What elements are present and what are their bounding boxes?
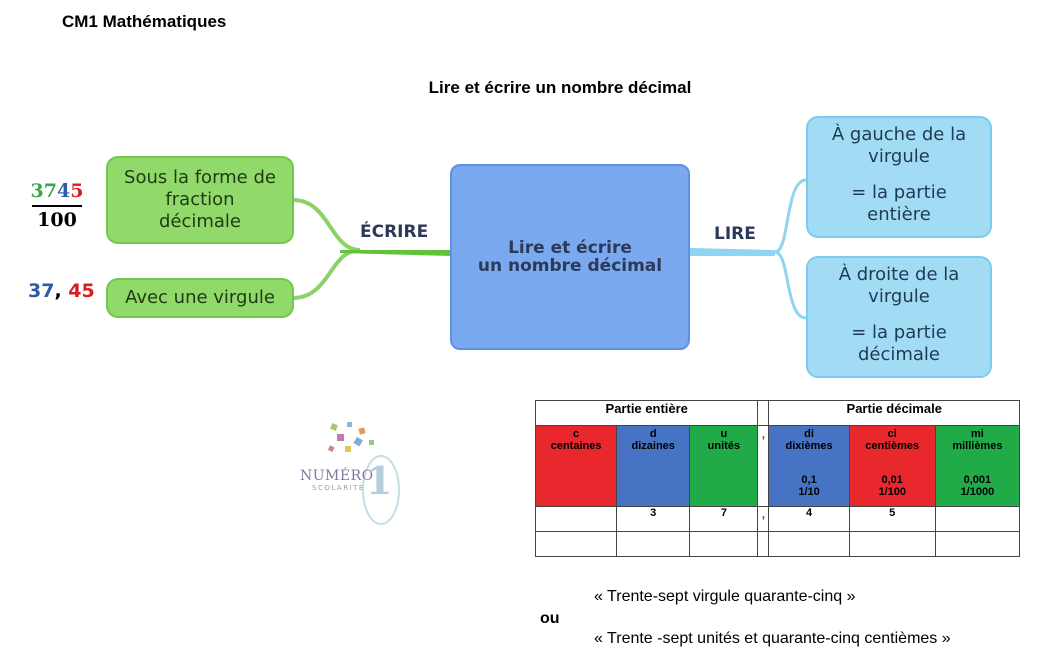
node-left-line3: = la partie	[851, 182, 947, 203]
node-fraction-form: Sous la forme de fraction décimale	[106, 156, 294, 244]
node-fraction-line3: décimale	[158, 211, 242, 232]
fraction-example: 3745 100	[28, 180, 86, 231]
header-integer-part: Partie entière	[534, 400, 759, 426]
connector-left-main	[340, 250, 452, 256]
node-right-of-comma: À droite de la virgule = la partie décim…	[806, 256, 992, 378]
logo-digit: 1	[366, 458, 393, 503]
decimal-integer-part: 37	[28, 280, 55, 302]
connector-left-bottom	[292, 248, 361, 300]
node-comma-form: Avec une virgule	[106, 278, 294, 318]
numero1-logo-icon	[327, 422, 400, 525]
node-left-line1: À gauche de la	[831, 124, 967, 145]
col-milliemes: mi millièmes 0,001 1/1000	[934, 425, 1021, 507]
col-centaines: c centaines	[534, 425, 618, 507]
fraction-digits-integer: 37	[30, 180, 57, 202]
reading-option-1: « Trente-sept virgule quarante-cinq »	[594, 588, 856, 605]
connector-left-top	[292, 198, 361, 252]
reading-or: ou	[540, 610, 560, 627]
center-line2: un nombre décimal	[477, 256, 663, 276]
table-header-row: Partie entière Partie décimale	[534, 400, 1020, 426]
branch-label-lire: LIRE	[714, 224, 756, 244]
node-right-line2: virgule	[868, 286, 930, 307]
document-header: CM1 Mathématiques	[62, 12, 227, 31]
node-fraction-line2: fraction	[165, 189, 235, 210]
logo-tagline: SCOLARITÉ	[312, 484, 365, 492]
comma-column: ,	[757, 425, 770, 507]
node-right-line4: décimale	[857, 344, 941, 365]
node-left-of-comma: À gauche de la virgule = la partie entiè…	[806, 116, 992, 238]
node-comma-line1: Avec une virgule	[125, 287, 275, 308]
table-row: 3 7 , 4 5	[534, 506, 1021, 532]
col-dixiemes: di dixièmes 0,1 1/10	[768, 425, 850, 507]
decimal-fraction-part: 45	[68, 280, 95, 302]
col-dizaines: d dizaines	[616, 425, 691, 507]
logo-word: NUMÉRO	[300, 468, 374, 484]
connector-right-main	[690, 248, 775, 256]
branch-label-ecrire: ÉCRIRE	[360, 222, 429, 242]
reading-option-2: « Trente -sept unités et quarante-cinq c…	[594, 630, 951, 647]
fraction-bar	[32, 205, 82, 207]
table-row	[534, 531, 1021, 557]
fraction-digit-tenths: 4	[56, 180, 71, 202]
node-center: Lire et écrire un nombre décimal	[450, 164, 690, 350]
decimal-separator: ,	[54, 280, 62, 302]
header-decimal-part: Partie décimale	[768, 400, 1020, 426]
fraction-denominator: 100	[37, 209, 77, 231]
table-units-row: c centaines d dizaines u unités , di dix…	[534, 425, 1021, 507]
col-unites: u unités	[689, 425, 759, 507]
document-title: Lire et écrire un nombre décimal	[428, 78, 692, 97]
place-value-table: Partie entière Partie décimale c centain…	[534, 400, 1021, 557]
fraction-digit-hundredths: 5	[70, 180, 84, 202]
node-left-line2: virgule	[868, 146, 930, 167]
node-right-line3: = la partie	[851, 322, 947, 343]
center-line1: Lire et écrire	[508, 238, 632, 258]
connector-right-bottom	[774, 250, 807, 320]
connector-right-top	[774, 178, 807, 254]
node-fraction-line1: Sous la forme de	[124, 167, 276, 188]
node-left-line4: entière	[867, 204, 931, 225]
node-right-line1: À droite de la	[838, 264, 960, 285]
decimal-example: 37, 45	[28, 280, 95, 302]
col-centiemes: ci centièmes 0,01 1/100	[848, 425, 936, 507]
